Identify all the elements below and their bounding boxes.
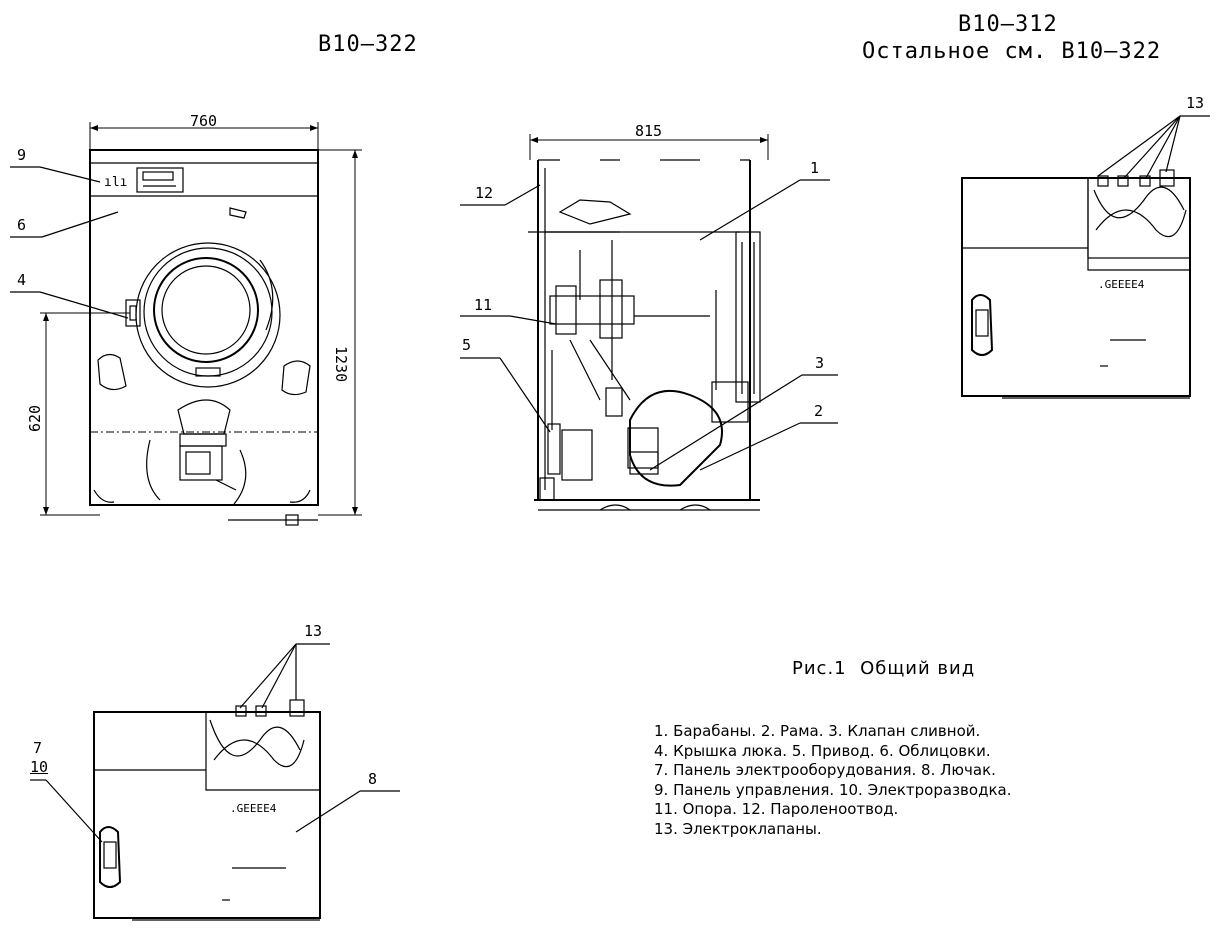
svg-text:ılı: ılı [104,175,127,190]
title-right-view: В10–312 [958,12,1058,37]
legend-line: 11. Опора. 12. Пароленоотвод. [654,800,899,818]
callout-13-bottom: 13 [304,622,323,640]
callout-8: 8 [368,770,378,788]
rear-view-b10-322: .GEEEE4 [30,643,400,921]
dimension-width-side: 815 [635,122,663,140]
callout-4: 4 [17,271,27,289]
legend-line: 4. Крышка люка. 5. Привод. 6. Облицовки. [654,741,991,760]
callout-9: 9 [17,146,27,164]
svg-text:.GEEEE4: .GEEEE4 [230,802,277,815]
legend-line: 7. Панель электрооборудования. 8. Лючак. [654,761,996,779]
legend: 1. Барабаны. 2. Рама. 3. Клапан сливной.… [654,722,1011,839]
subtitle-right-view: Остальное см. В10–322 [862,39,1162,64]
front-view: ılı [10,122,362,526]
legend-line: 9. Панель управления. 10. Электроразводк… [654,780,1012,799]
dimension-width-front: 760 [190,112,218,130]
dimension-door-height: 620 [26,404,44,432]
callout-5: 5 [462,336,472,354]
side-view [460,134,838,511]
callout-3: 3 [815,354,825,372]
callout-11: 11 [474,296,493,314]
callout-7: 7 [33,739,43,757]
callout-13-top: 13 [1186,94,1205,112]
callout-2: 2 [814,402,824,420]
callout-1: 1 [810,159,820,177]
legend-line: 1. Барабаны. 2. Рама. 3. Клапан сливной. [654,722,981,740]
svg-text:.GEEEE4: .GEEEE4 [1098,278,1145,291]
callout-10: 10 [30,758,49,776]
title-front-view: В10–322 [318,32,418,57]
figure-caption: Рис.1 Общий вид [792,658,976,679]
callout-6: 6 [17,216,27,234]
callout-12: 12 [475,184,494,202]
rear-view-b10-312: .GEEEE4 [961,115,1210,399]
legend-line: 13. Электроклапаны. [654,819,822,838]
dimension-height: 1230 [332,346,350,383]
